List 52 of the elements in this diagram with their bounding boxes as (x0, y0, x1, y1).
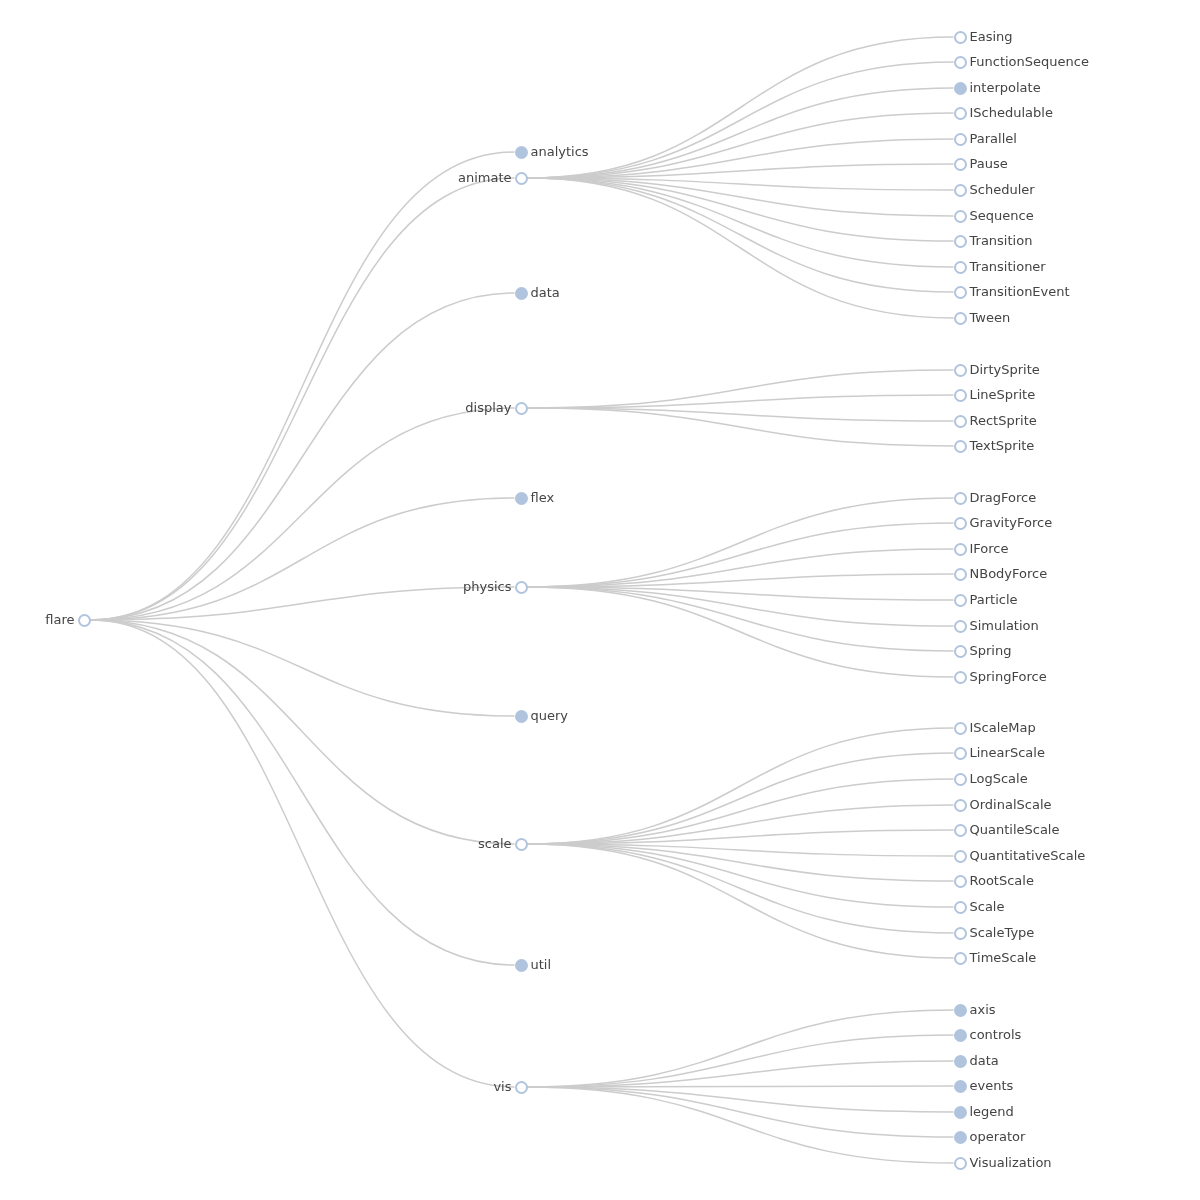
node-label: scale (478, 836, 512, 852)
node-label: axis (969, 1002, 996, 1018)
node-label: controls (969, 1027, 1022, 1043)
node-label: FunctionSequence (969, 54, 1089, 70)
node-label: DragForce (969, 490, 1037, 506)
node-label: OrdinalScale (969, 797, 1052, 813)
node-label: display (465, 400, 512, 416)
node-label: Scheduler (969, 182, 1035, 198)
node-label: animate (457, 170, 512, 186)
node-label: interpolate (969, 80, 1041, 96)
node-label: Scale (969, 899, 1005, 915)
node-label: TextSprite (969, 438, 1035, 454)
node-label: LineSprite (969, 387, 1036, 403)
node-label: SpringForce (969, 669, 1047, 685)
node-label: util (530, 957, 552, 973)
node-label: data (969, 1053, 999, 1069)
node-label: flex (530, 490, 555, 506)
node-label: IForce (969, 541, 1009, 557)
node-label: Tween (969, 310, 1011, 326)
node-label: analytics (530, 144, 589, 160)
node-label: legend (969, 1104, 1014, 1120)
node-label: Pause (969, 156, 1008, 172)
node-label: operator (969, 1129, 1026, 1145)
node-label: RootScale (969, 873, 1034, 889)
node-label: RectSprite (969, 413, 1037, 429)
node-label: TransitionEvent (969, 284, 1070, 300)
node-label: IScaleMap (969, 720, 1036, 736)
node-label: LogScale (969, 771, 1028, 787)
node-label: events (969, 1078, 1014, 1094)
node-label: Transitioner (969, 259, 1046, 275)
node-label: flare (45, 612, 75, 628)
node-label: NBodyForce (969, 566, 1048, 582)
node-label: Parallel (969, 131, 1017, 147)
node-label: Visualization (969, 1155, 1052, 1171)
node-label: GravityForce (969, 515, 1053, 531)
node-label: Simulation (969, 618, 1039, 634)
node-label: QuantileScale (969, 822, 1060, 838)
node-label: ISchedulable (969, 105, 1053, 121)
node-label: Sequence (969, 208, 1034, 224)
node-label: vis (493, 1079, 512, 1095)
node-label: Spring (969, 643, 1012, 659)
node-label: LinearScale (969, 745, 1045, 761)
node-label: physics (463, 579, 512, 595)
node-label: Particle (969, 592, 1018, 608)
node-label: DirtySprite (969, 362, 1040, 378)
node-label: Easing (969, 29, 1013, 45)
node-label: TimeScale (969, 950, 1037, 966)
node-label: QuantitativeScale (969, 848, 1086, 864)
node-label: data (530, 285, 560, 301)
node-label: Transition (969, 233, 1033, 249)
node-label: query (530, 708, 569, 724)
node-label: ScaleType (969, 925, 1035, 941)
